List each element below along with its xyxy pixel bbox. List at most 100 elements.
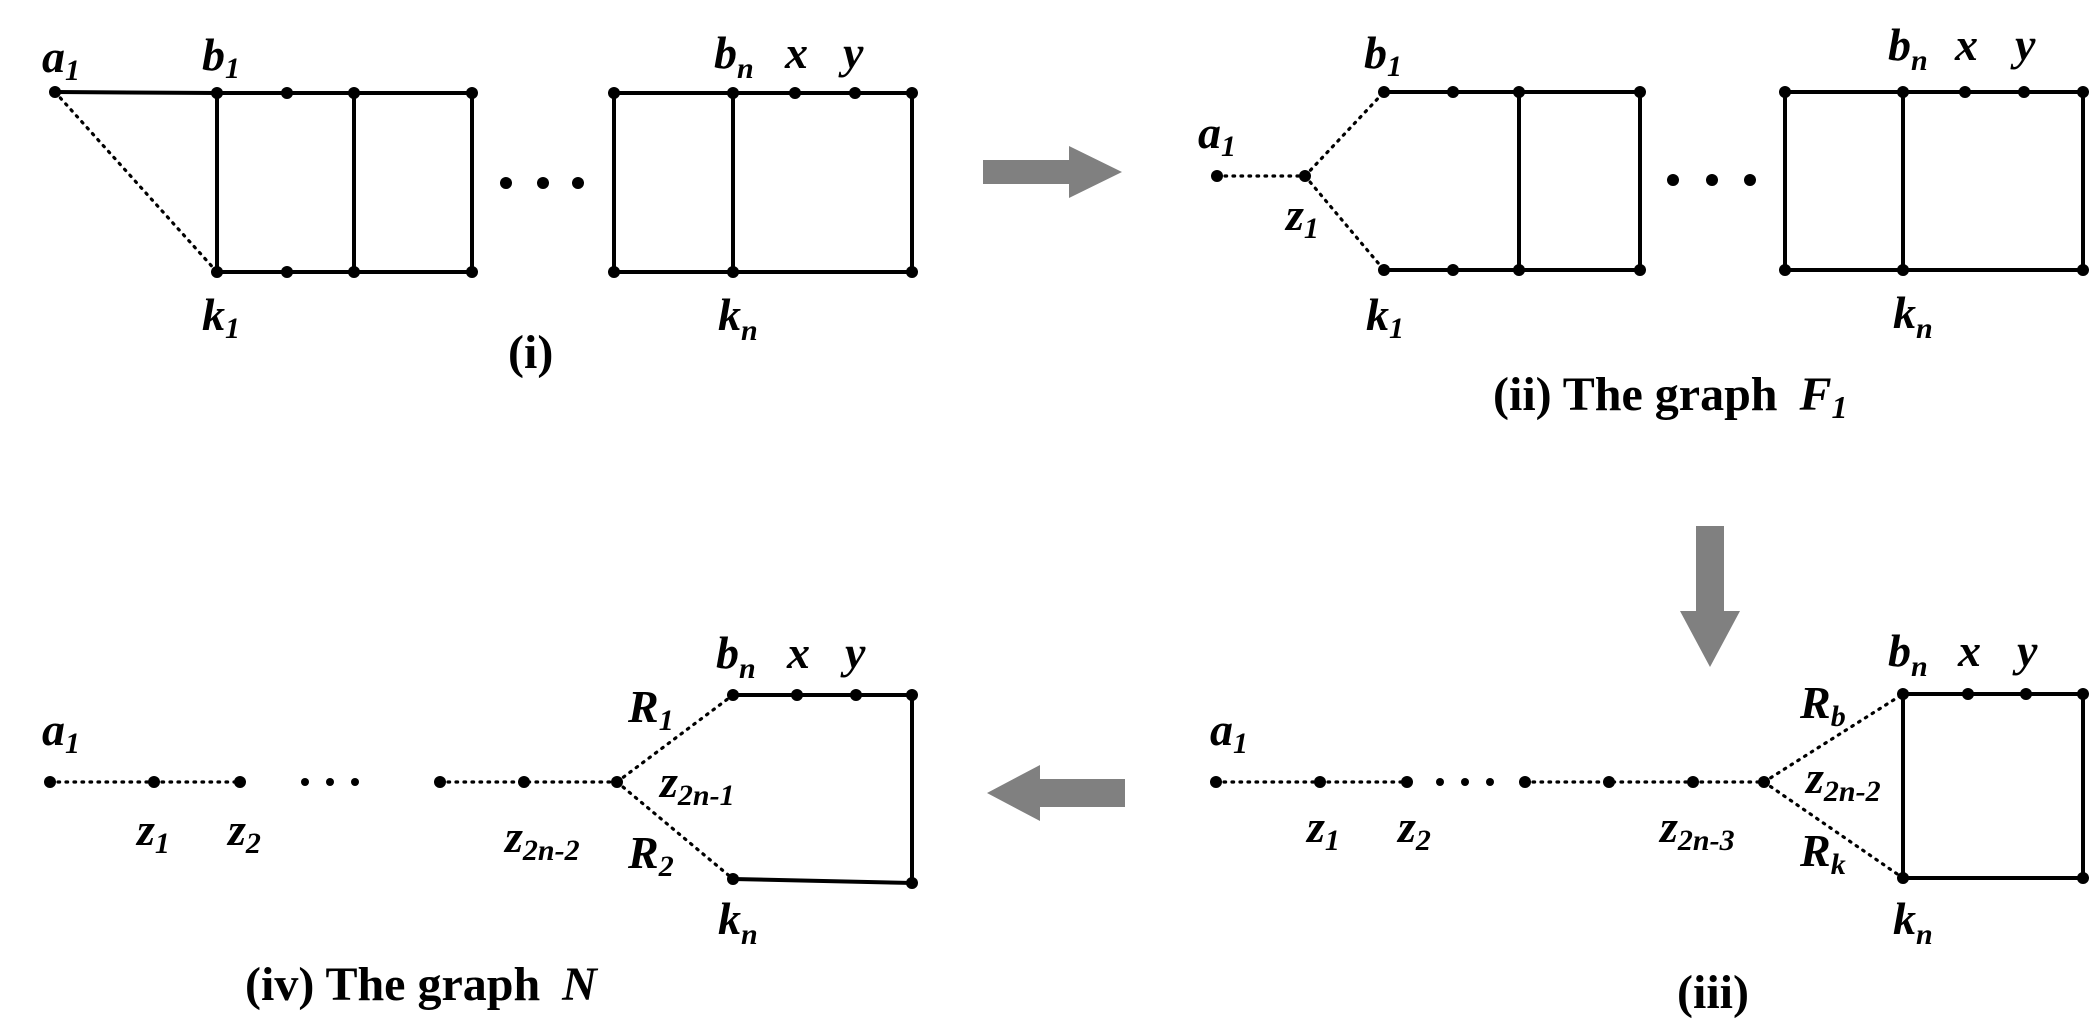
node-top-right bbox=[466, 87, 478, 99]
label-x: x bbox=[1954, 19, 1978, 70]
arrow-right-icon bbox=[983, 146, 1122, 198]
label-kn: kn bbox=[1893, 287, 1933, 345]
label-k1: k1 bbox=[202, 289, 240, 345]
node-z2n2 bbox=[518, 776, 530, 788]
node-path bbox=[1603, 776, 1615, 788]
label-bn: bn bbox=[716, 627, 756, 685]
node-a1 bbox=[44, 776, 56, 788]
node-z2 bbox=[1401, 776, 1413, 788]
node-bot-end bbox=[2077, 264, 2089, 276]
node-bot-end bbox=[2077, 872, 2089, 884]
node-top-left-n bbox=[1779, 86, 1791, 98]
label-z1: z1 bbox=[135, 804, 170, 860]
node-bn bbox=[1897, 86, 1909, 98]
node-bn bbox=[727, 87, 739, 99]
node-kn bbox=[1897, 872, 1909, 884]
ladder-right-box bbox=[612, 91, 914, 274]
label-y: y bbox=[840, 627, 866, 678]
node-path bbox=[434, 776, 446, 788]
label-z2n1: z2n-1 bbox=[658, 756, 735, 812]
label-z2: z2 bbox=[1396, 801, 1431, 857]
label-z1: z1 bbox=[1284, 189, 1319, 245]
label-y: y bbox=[838, 27, 864, 78]
ellipsis-dot bbox=[537, 177, 549, 189]
ellipsis-dot bbox=[351, 778, 359, 786]
node-z1 bbox=[148, 776, 160, 788]
node-x bbox=[791, 689, 803, 701]
label-R2: R2 bbox=[627, 827, 674, 883]
caption-iii: (iii) bbox=[1677, 966, 1749, 1019]
arrow-down-icon bbox=[1680, 526, 1740, 667]
node-top-rung bbox=[1513, 86, 1525, 98]
node-top-left-n bbox=[608, 87, 620, 99]
label-z2n3: z2n-3 bbox=[1658, 801, 1735, 857]
label-x: x bbox=[784, 27, 808, 78]
node-x bbox=[789, 87, 801, 99]
node-kn bbox=[727, 266, 739, 278]
node-a1 bbox=[1210, 776, 1222, 788]
label-y: y bbox=[2010, 19, 2036, 70]
node-y bbox=[849, 87, 861, 99]
ellipsis-dot bbox=[1461, 778, 1469, 786]
node-bot-end bbox=[906, 266, 918, 278]
label-x: x bbox=[1957, 625, 1981, 676]
node-bot-rung bbox=[348, 266, 360, 278]
node-top-end bbox=[2077, 86, 2089, 98]
edge-z2n1-kn bbox=[615, 780, 735, 881]
node-top-end bbox=[906, 689, 918, 701]
node-z2n1 bbox=[611, 776, 623, 788]
node-b1 bbox=[211, 87, 223, 99]
panel-iii: a1 z1 z2 z2n-3 z2n-2 Rb Rk bn x y kn (ii… bbox=[1210, 625, 2089, 1019]
label-z2n2: z2n-2 bbox=[1804, 752, 1881, 808]
node-bot-left-n bbox=[608, 266, 620, 278]
node-top-end bbox=[906, 87, 918, 99]
node-k1 bbox=[211, 266, 223, 278]
ellipsis-dot bbox=[1486, 778, 1494, 786]
edge-z2n1-bn bbox=[615, 693, 735, 784]
node-top-right bbox=[1634, 86, 1646, 98]
node-a1 bbox=[49, 86, 61, 98]
ellipsis-dot bbox=[500, 177, 512, 189]
label-Rk: Rk bbox=[1799, 825, 1846, 881]
label-kn: kn bbox=[718, 893, 758, 951]
node-y bbox=[2020, 688, 2032, 700]
label-a1: a1 bbox=[42, 704, 80, 760]
label-bn: bn bbox=[1888, 19, 1928, 77]
node-bn bbox=[1897, 688, 1909, 700]
node-a1 bbox=[1211, 170, 1223, 182]
node-z2n3 bbox=[1687, 776, 1699, 788]
node-bot-right bbox=[1634, 264, 1646, 276]
edge-a1-k1 bbox=[53, 90, 219, 274]
cycle-path bbox=[731, 693, 914, 886]
node-path bbox=[1519, 776, 1531, 788]
node-kn bbox=[727, 873, 739, 885]
node-z1 bbox=[1314, 776, 1326, 788]
node-k1 bbox=[1378, 264, 1390, 276]
node-y bbox=[2018, 86, 2030, 98]
node-z2 bbox=[234, 776, 246, 788]
node-kn bbox=[1897, 264, 1909, 276]
label-a1: a1 bbox=[1210, 704, 1248, 760]
label-Rb: Rb bbox=[1799, 677, 1846, 733]
ellipsis-dot bbox=[301, 778, 309, 786]
ellipsis-dot bbox=[572, 177, 584, 189]
node-top-mid bbox=[1447, 86, 1459, 98]
ellipsis-dot bbox=[1706, 174, 1718, 186]
node-bot-mid bbox=[1447, 264, 1459, 276]
node-bot-left-n bbox=[1779, 264, 1791, 276]
ellipsis-dot bbox=[1436, 778, 1444, 786]
caption-i: (i) bbox=[508, 326, 553, 379]
node-top-mid bbox=[281, 87, 293, 99]
edge-z2n2-bn bbox=[1762, 692, 1905, 784]
label-x: x bbox=[786, 627, 810, 678]
ellipsis-dot bbox=[1744, 174, 1756, 186]
edge-z1-b1 bbox=[1303, 90, 1386, 178]
label-bn: bn bbox=[714, 27, 754, 85]
arrow-left-icon bbox=[987, 765, 1125, 821]
label-kn: kn bbox=[718, 289, 758, 347]
label-k1: k1 bbox=[1366, 289, 1404, 345]
